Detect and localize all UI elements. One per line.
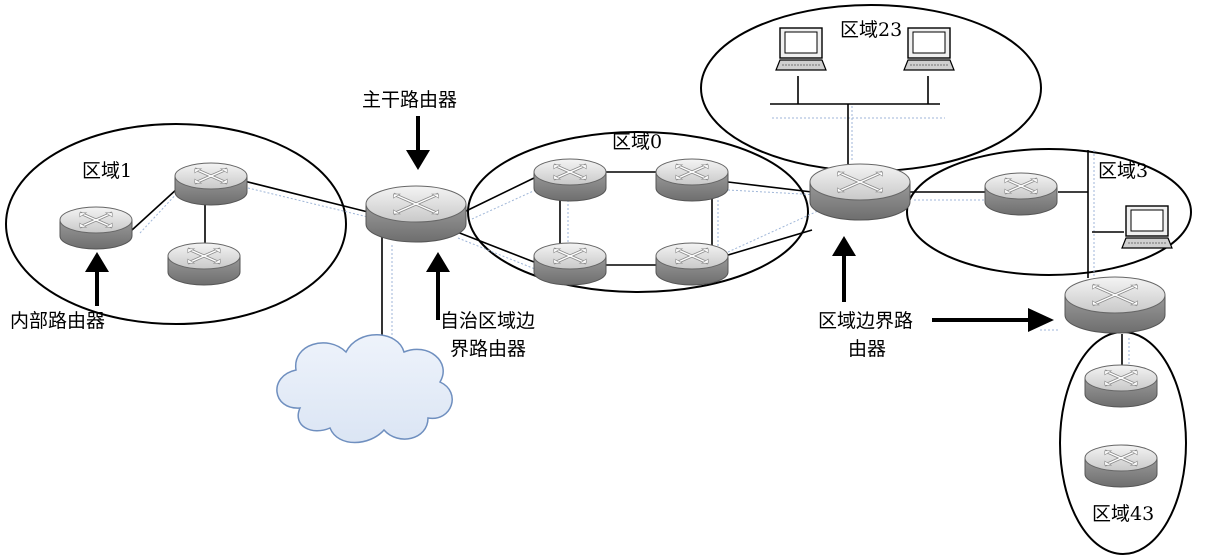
- area-border-router-icon: [809, 163, 911, 221]
- backbone-router-icon: [365, 185, 467, 243]
- router-icon: [533, 242, 607, 286]
- asbr-arrow: [426, 252, 450, 320]
- asbr-label-line2: 界路由器: [450, 338, 526, 360]
- area1-ellipse: [5, 123, 347, 325]
- area-border-router-icon: [1064, 276, 1166, 334]
- router-icon: [1084, 444, 1158, 488]
- router-icon: [59, 206, 133, 250]
- router-icon: [655, 158, 729, 202]
- router-icon: [984, 172, 1058, 216]
- router-icon: [533, 158, 607, 202]
- backbone-router-label: 主干路由器: [362, 89, 457, 111]
- area0-label: 区域0: [612, 131, 662, 153]
- area3-ellipse: [906, 148, 1192, 276]
- cloud-icon: [276, 334, 453, 444]
- area1-label: 区域1: [82, 160, 132, 182]
- router-icon: [1084, 364, 1158, 408]
- router-icon: [174, 162, 248, 206]
- area43-label: 区域43: [1092, 503, 1154, 525]
- computer-icon: [903, 27, 955, 71]
- internal-router-arrow: [85, 252, 109, 306]
- area23-label: 区域23: [840, 19, 902, 41]
- abr-label-line2: 由器: [848, 338, 886, 360]
- computer-icon: [1121, 205, 1173, 249]
- internal-router-label: 内部路由器: [10, 310, 105, 332]
- router-icon: [655, 242, 729, 286]
- network-links: [131, 76, 1124, 372]
- abr-right-arrow: [932, 308, 1054, 332]
- router-icon: [167, 242, 241, 286]
- computer-icon: [775, 27, 827, 71]
- area3-label: 区域3: [1098, 160, 1148, 182]
- asbr-label-line1: 自治区域边: [440, 310, 535, 332]
- abr-arrow: [832, 236, 856, 302]
- area0-ellipse: [467, 131, 809, 293]
- abr-label-line1: 区域边界路: [818, 310, 913, 332]
- backbone-router-arrow: [406, 116, 430, 170]
